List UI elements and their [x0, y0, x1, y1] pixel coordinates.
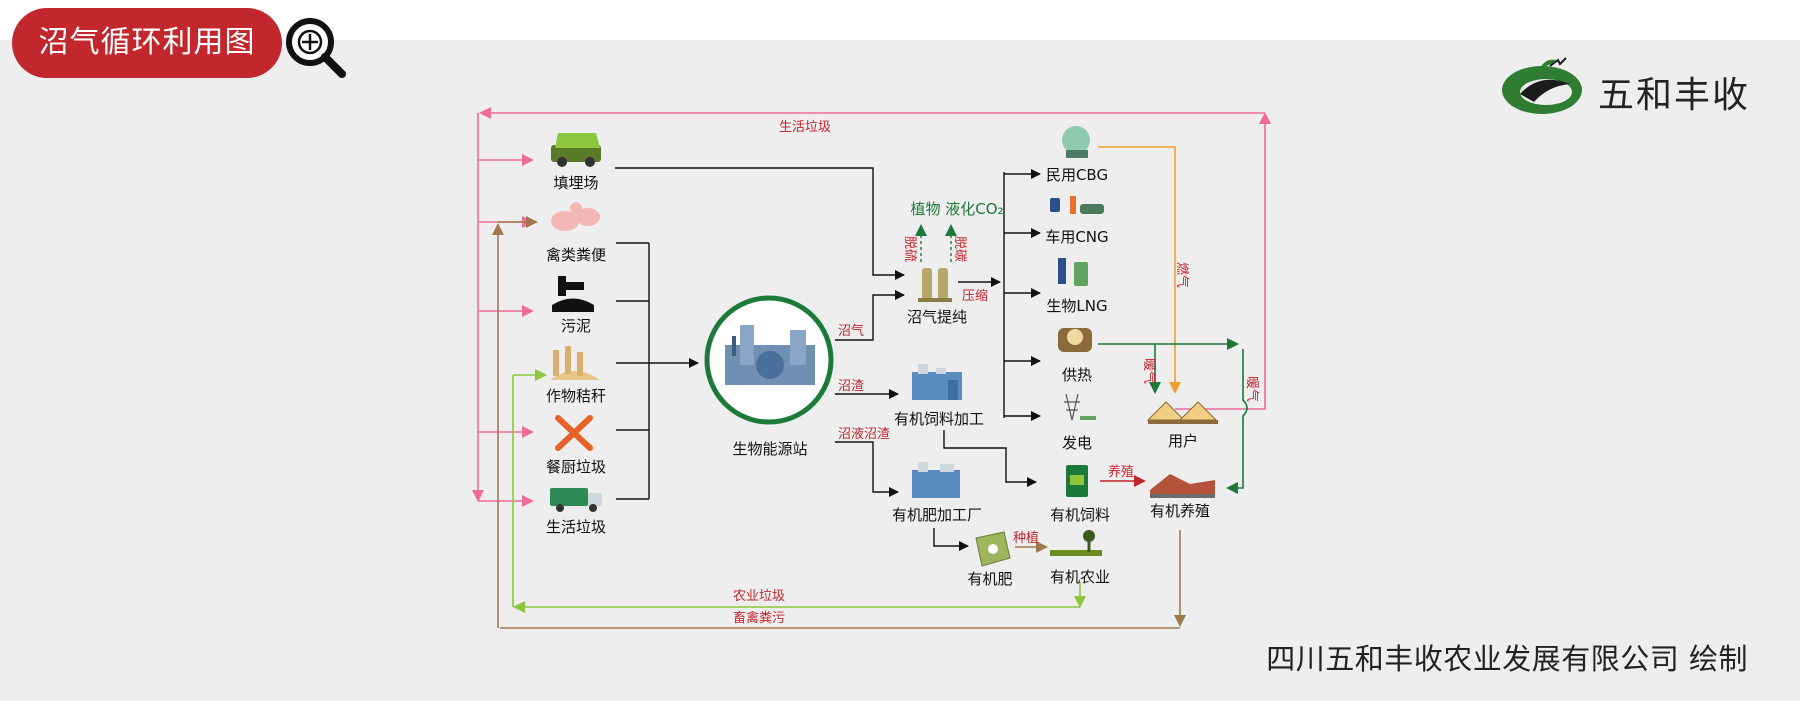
- node-organic-breeding: 有机养殖: [1150, 502, 1210, 520]
- lng-pump-icon: [1058, 258, 1088, 286]
- label-decarb: 脱碳: [952, 236, 967, 262]
- organic-agriculture-icon: [1050, 530, 1102, 556]
- label-slurry-residue: 沼液沼渣: [838, 427, 890, 442]
- agri-waste-loop: [512, 369, 1086, 613]
- label-compress: 压缩: [962, 288, 988, 304]
- node-bioenergy-station: 生物能源站: [732, 440, 807, 458]
- node-sludge: 污泥: [561, 317, 591, 335]
- fuel-gas-line: [1098, 146, 1181, 394]
- co2-note: 植物 液化CO₂: [910, 200, 1003, 218]
- heating-lines: [1098, 338, 1248, 494]
- node-power-generation: 发电: [1062, 434, 1092, 452]
- bioenergy-station-icon: [704, 295, 834, 425]
- label-breed: 养殖: [1108, 464, 1134, 480]
- node-user: 用户: [1168, 432, 1198, 450]
- node-bio-lng: 生物LNG: [1046, 297, 1107, 315]
- label-warm-1: 暖气: [1141, 358, 1157, 384]
- node-feed-processing: 有机饲料加工: [894, 410, 984, 428]
- label-household-waste: 生活垃圾: [779, 120, 831, 135]
- cbg-icon: [1062, 126, 1090, 158]
- node-kitchen-waste: 餐厨垃圾: [546, 458, 606, 476]
- label-livestock-waste: 畜禽粪污: [733, 610, 785, 626]
- label-plant: 种植: [1013, 531, 1039, 546]
- node-vehicle-cng: 车用CNG: [1045, 228, 1108, 246]
- node-household-garbage: 生活垃圾: [546, 518, 606, 536]
- label-residue: 沼渣: [838, 379, 864, 394]
- label-fuel-gas: 燃气: [1174, 262, 1190, 288]
- household-waste-loop: [472, 107, 1271, 507]
- node-landfill: 填埋场: [553, 174, 598, 192]
- fertilizer-bag-icon: [975, 531, 1011, 567]
- feed-factory-icon: [912, 364, 962, 400]
- node-heat-supply: 供热: [1062, 366, 1092, 384]
- page-title: 沼气循环利用图: [12, 8, 282, 78]
- label-desulfur: 脱硫: [902, 236, 917, 262]
- straw-icon: [550, 346, 600, 380]
- node-fertilizer-plant: 有机肥加工厂: [892, 506, 982, 524]
- poultry-manure-icon: [551, 202, 600, 231]
- landfill-icon: [551, 133, 601, 167]
- station-edges: [835, 169, 1041, 551]
- label-biogas: 沼气: [838, 323, 864, 339]
- power-tower-icon: [1064, 393, 1096, 421]
- heating-icon: [1058, 328, 1092, 352]
- brand-logo: [1502, 57, 1582, 114]
- kitchen-waste-icon: [555, 415, 593, 451]
- farm-icon: [1150, 474, 1215, 498]
- car-icon: [1050, 196, 1104, 214]
- sludge-icon: [552, 276, 594, 312]
- purifier-icon: [918, 268, 952, 302]
- content-panel: [0, 40, 1800, 701]
- user-houses-icon: [1146, 401, 1218, 424]
- node-crop-straw: 作物秸秆: [546, 387, 606, 405]
- footer-credit: 四川五和丰收农业发展有限公司 绘制: [1266, 642, 1748, 676]
- node-poultry-manure: 禽类粪便: [546, 246, 606, 264]
- breed-plant-lines: [1015, 475, 1146, 553]
- node-organic-agriculture: 有机农业: [1050, 568, 1110, 586]
- garbage-truck-icon: [550, 488, 602, 512]
- node-organic-fertilizer: 有机肥: [967, 570, 1012, 588]
- fertilizer-factory-icon: [912, 462, 960, 498]
- node-biogas-purification: 沼气提纯: [907, 308, 967, 326]
- label-agri-waste: 农业垃圾: [733, 589, 785, 604]
- label-warm-2: 暖气: [1244, 376, 1260, 402]
- node-civil-cbg: 民用CBG: [1046, 166, 1108, 184]
- co2-arrows: [915, 224, 957, 262]
- zoom-in-icon[interactable]: [282, 14, 348, 80]
- livestock-waste-loop: [492, 216, 1186, 629]
- brand-name: 五和丰收: [1598, 75, 1751, 116]
- input-collector: [615, 167, 905, 500]
- node-organic-feed: 有机饲料: [1050, 506, 1110, 524]
- organic-feed-icon: [1066, 465, 1088, 497]
